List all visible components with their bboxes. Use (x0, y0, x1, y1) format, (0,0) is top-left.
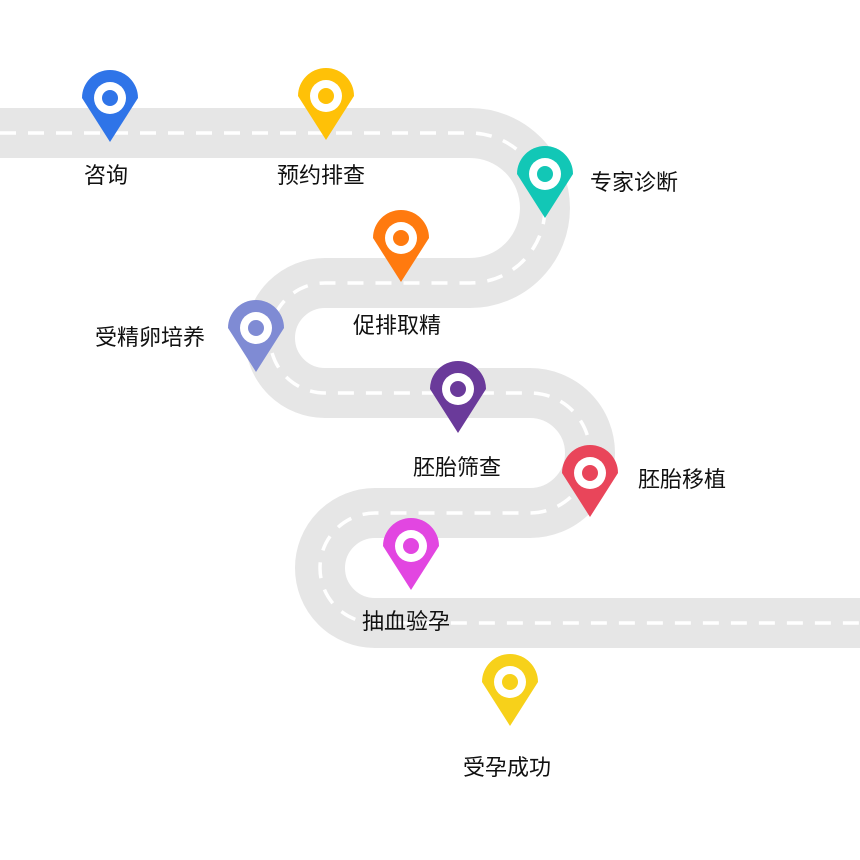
pin-center-dot (318, 88, 334, 104)
road-center-dashes (0, 131, 860, 625)
pin-center-dot (502, 674, 518, 690)
map-pin-icon-embryo-screening (430, 361, 486, 433)
pin-center-dot (102, 90, 118, 106)
pin-center-dot (403, 538, 419, 554)
map-pin-icon-diagnosis (517, 146, 573, 218)
map-pin-icon-blood-test (383, 518, 439, 590)
map-pin-icon-stimulation (373, 210, 429, 282)
pin-center-dot (248, 320, 264, 336)
pin-center-dot (582, 465, 598, 481)
step-label-diagnosis: 专家诊断 (590, 171, 679, 196)
winding-road (0, 108, 860, 648)
step-label-pregnancy-success: 受孕成功 (463, 756, 552, 781)
map-pin-icon-embryo-transfer (562, 445, 618, 517)
step-markers (82, 68, 618, 726)
step-label-embryo-culture: 受精卵培养 (95, 326, 206, 351)
map-pin-icon-consult (82, 70, 138, 142)
map-pin-icon-appointment (298, 68, 354, 140)
map-pin-icon-pregnancy-success (482, 654, 538, 726)
pin-center-dot (450, 381, 466, 397)
pin-center-dot (537, 166, 553, 182)
step-label-stimulation: 促排取精 (353, 314, 442, 339)
step-label-embryo-transfer: 胚胎移植 (638, 468, 727, 493)
step-label-blood-test: 抽血验孕 (362, 610, 451, 635)
step-label-embryo-screening: 胚胎筛查 (413, 456, 502, 481)
pin-center-dot (393, 230, 409, 246)
map-pin-icon-embryo-culture (228, 300, 284, 372)
step-label-consult: 咨询 (84, 164, 129, 189)
step-label-appointment: 预约排查 (277, 164, 366, 189)
